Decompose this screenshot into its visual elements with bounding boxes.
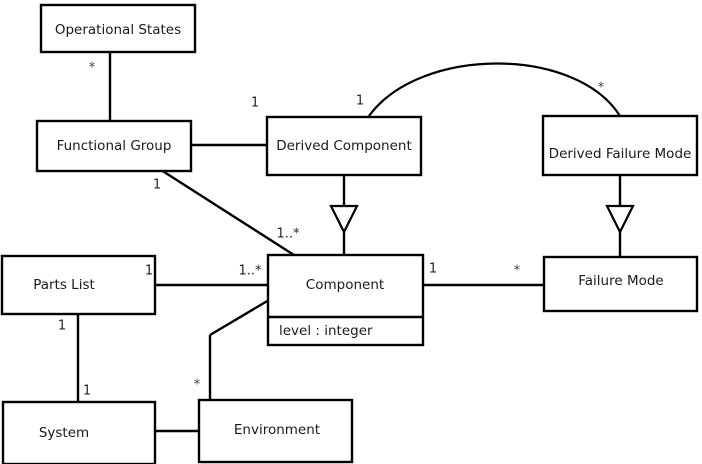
class-box-failure-mode[interactable]: Failure Mode xyxy=(542,255,699,313)
class-box-parts-list[interactable]: Parts List xyxy=(0,254,157,316)
class-box-derived-component-rect xyxy=(265,115,423,177)
class-attribute-component-level: level : integer xyxy=(279,323,373,339)
multiplicity-component-left: 1..* xyxy=(238,264,262,279)
class-box-derived-failure-mode[interactable]: Derived Failure Mode xyxy=(541,114,699,177)
multiplicity-functional-group-diagonal: 1 xyxy=(153,178,161,193)
class-box-derived-failure-mode-rect xyxy=(541,114,699,177)
class-box-system-rect xyxy=(1,400,157,464)
class-name-functional-group: Functional Group xyxy=(57,138,172,154)
class-box-functional-group[interactable]: Functional Group xyxy=(35,119,193,173)
multiplicity-functional-group-derived-component: 1 xyxy=(251,96,259,111)
class-box-failure-mode-rect xyxy=(542,255,699,313)
multiplicity-system-up: 1 xyxy=(83,384,91,399)
class-name-operational-states: Operational States xyxy=(55,22,181,38)
multiplicity-derived-component-arc: 1 xyxy=(356,94,364,109)
class-box-derived-component[interactable]: Derived Component xyxy=(265,115,423,177)
connector-derived-component-derived-failure-mode xyxy=(368,62,621,117)
class-box-parts-list-rect xyxy=(0,254,157,316)
class-name-derived-component: Derived Component xyxy=(276,138,412,154)
class-name-failure-mode: Failure Mode xyxy=(578,273,664,289)
class-name-derived-failure-mode: Derived Failure Mode xyxy=(549,146,692,162)
multiplicity-environment-component: * xyxy=(194,378,201,393)
class-name-environment: Environment xyxy=(234,422,320,438)
class-name-system: System xyxy=(39,425,89,441)
class-box-system[interactable]: System xyxy=(1,400,157,464)
connector-environment-component-diagonal xyxy=(209,298,270,337)
multiplicity-operational-states-functional-group: * xyxy=(89,61,96,76)
class-box-component-rect xyxy=(266,253,425,347)
multiplicity-parts-list-right: 1 xyxy=(145,264,153,279)
multiplicity-parts-list-down: 1 xyxy=(58,319,66,334)
multiplicity-component-right: 1 xyxy=(429,262,437,277)
class-box-environment-rect xyxy=(197,398,354,464)
class-box-environment[interactable]: Environment xyxy=(197,398,354,464)
multiplicity-functional-group-component-target: 1..* xyxy=(276,227,300,242)
class-box-operational-states[interactable]: Operational States xyxy=(39,3,197,54)
generalization-triangle-failure-mode xyxy=(605,204,635,235)
class-name-component: Component xyxy=(306,277,384,293)
class-box-functional-group-rect xyxy=(35,119,193,173)
multiplicity-derived-failure-mode-arc: * xyxy=(598,81,605,96)
class-name-parts-list: Parts List xyxy=(33,277,95,293)
class-box-operational-states-rect xyxy=(39,3,197,54)
connector-functional-group-component xyxy=(160,168,295,257)
multiplicity-failure-mode-left: * xyxy=(514,264,521,279)
class-box-component[interactable]: Component level : integer xyxy=(266,253,425,347)
generalization-triangle-component xyxy=(329,204,359,235)
